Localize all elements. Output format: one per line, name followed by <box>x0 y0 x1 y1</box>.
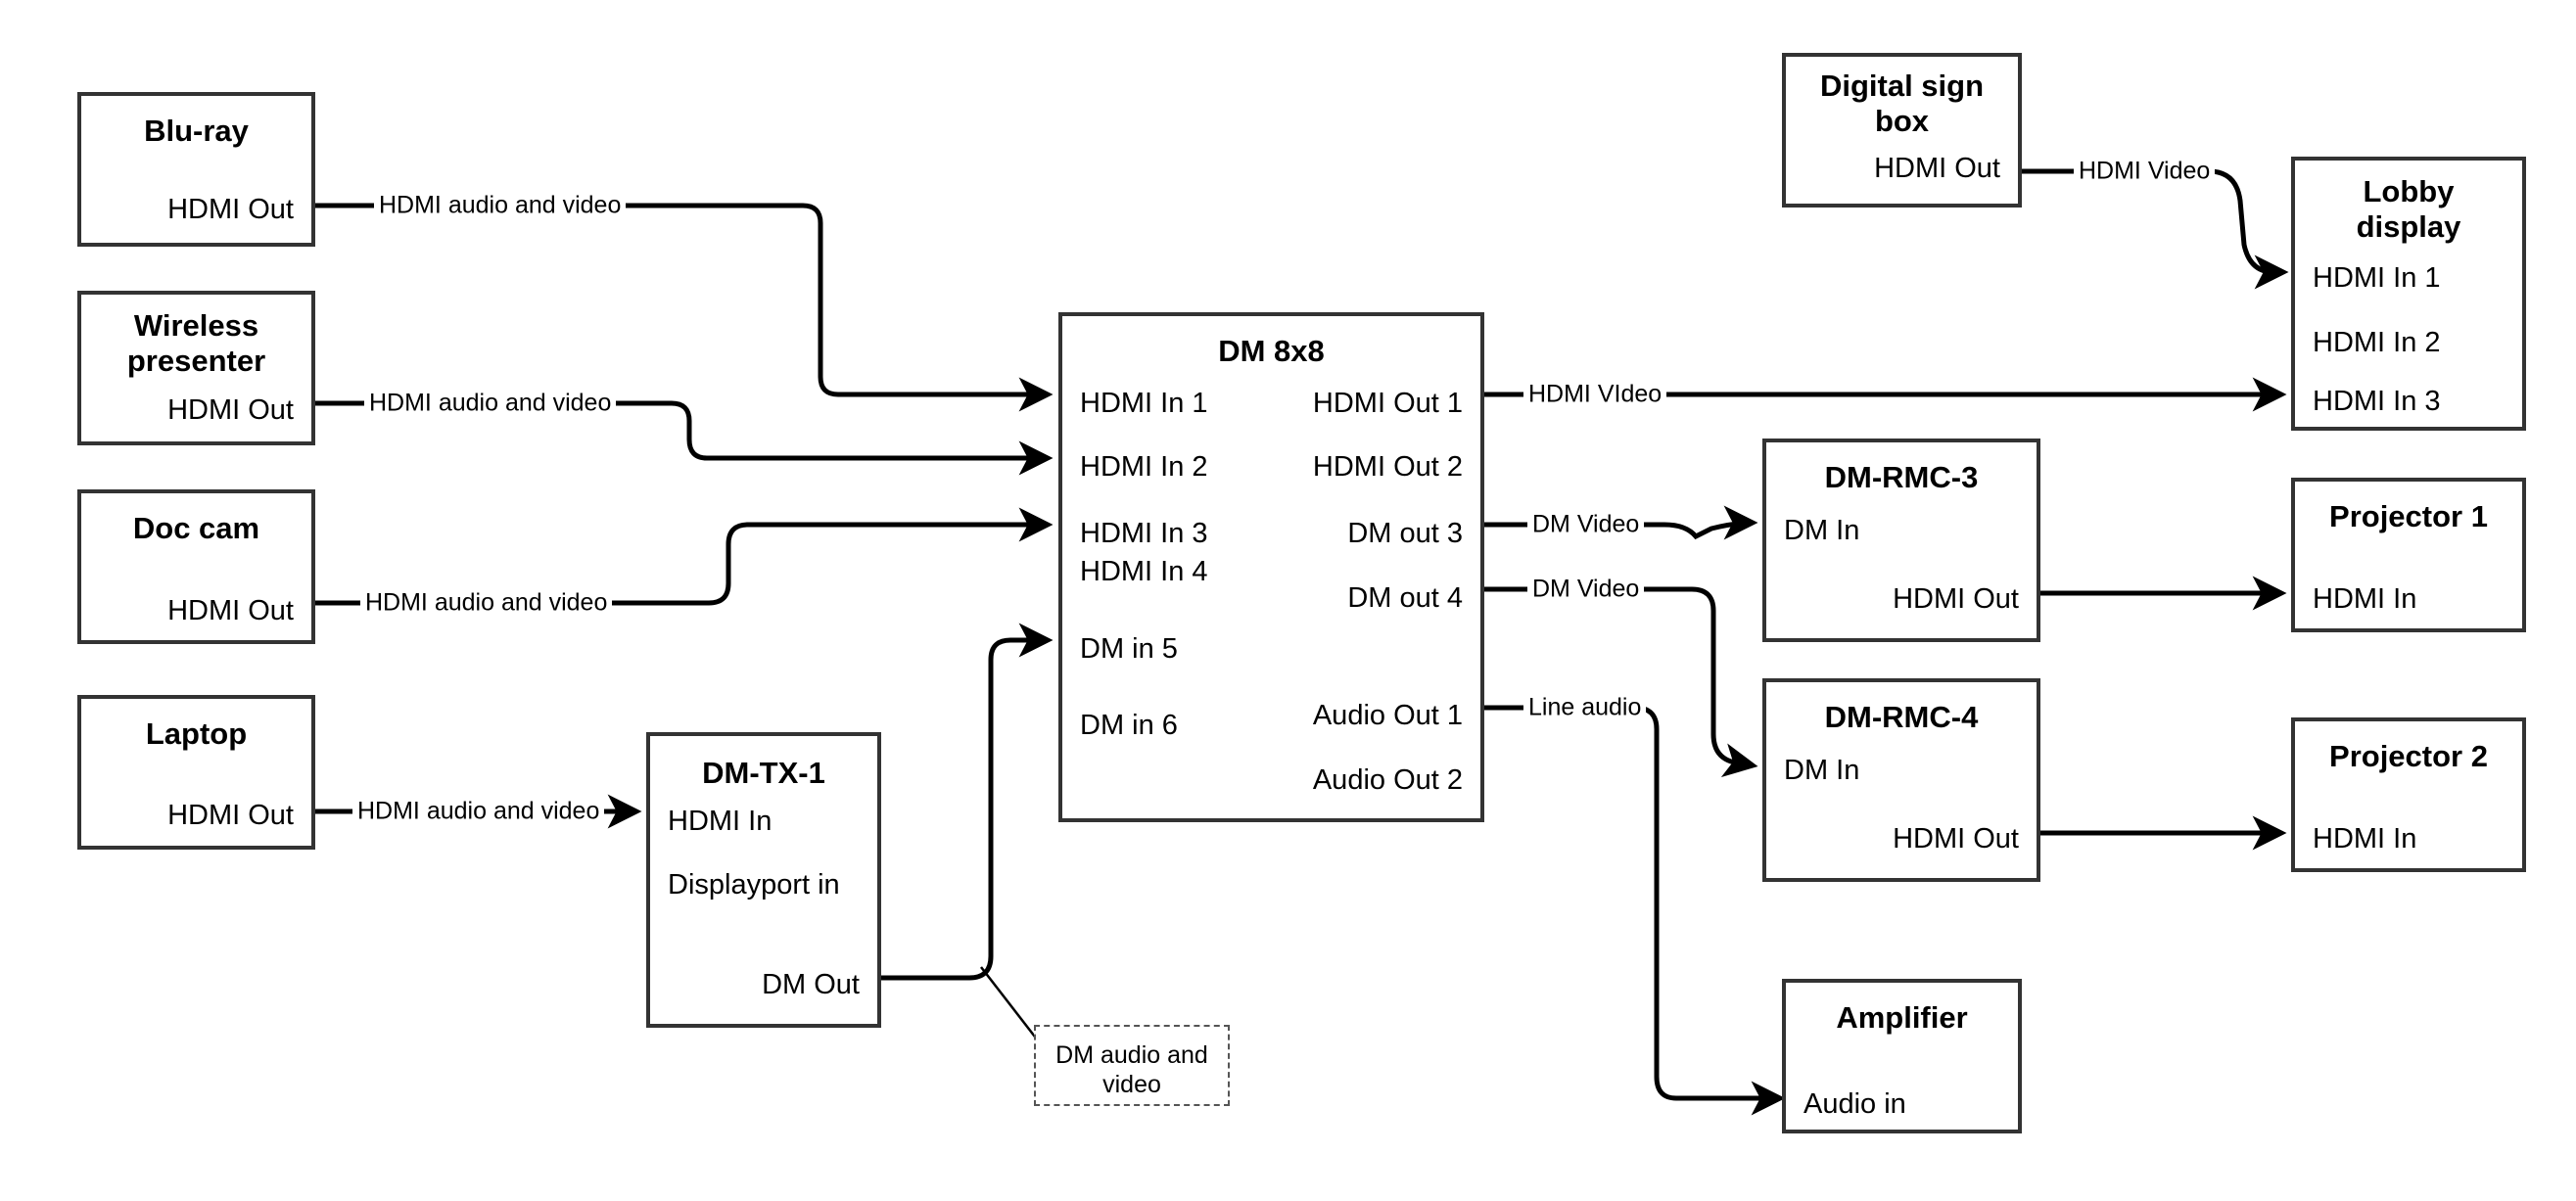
port-dm-8x8-dm-in-5: DM in 5 <box>1080 633 1178 665</box>
node-lobby-display[interactable]: Lobby display HDMI In 1 HDMI In 2 HDMI I… <box>2291 157 2526 431</box>
port-dm-8x8-hdmi-in-2: HDMI In 2 <box>1080 451 1208 483</box>
node-dm-tx-1-title: DM-TX-1 <box>702 756 825 790</box>
node-digital-sign-box-title-line1: Digital sign <box>1819 69 1985 103</box>
edge-dm8x8-to-amplifier <box>1484 705 1786 1116</box>
port-dm-8x8-hdmi-in-1: HDMI In 1 <box>1080 388 1208 419</box>
node-dm-8x8-title: DM 8x8 <box>1218 334 1325 368</box>
node-doc-cam-title: Doc cam <box>132 511 260 545</box>
edge-digitalsign-to-lobby <box>2022 168 2289 290</box>
port-dm-rmc-3-dm-in: DM In <box>1784 515 1860 546</box>
node-wireless-presenter-title-line2: presenter <box>126 344 266 378</box>
port-lobby-display-hdmi-in-3: HDMI In 3 <box>2313 386 2441 417</box>
port-dm-rmc-4-hdmi-out: HDMI Out <box>1893 823 2019 855</box>
note-dm-audio-and-video: DM audio and video <box>1034 1025 1230 1106</box>
node-doc-cam[interactable]: Doc cam HDMI Out <box>77 489 315 644</box>
port-dm-8x8-hdmi-out-2: HDMI Out 2 <box>1312 451 1463 483</box>
port-dm-8x8-dm-out-3: DM out 3 <box>1347 518 1463 549</box>
edge-label-dm-out-3-video: DM Video <box>1527 512 1645 537</box>
port-digital-sign-box-hdmi-out: HDMI Out <box>1874 153 2000 184</box>
port-dm-8x8-dm-out-4: DM out 4 <box>1347 582 1463 614</box>
node-dm-tx-1[interactable]: DM-TX-1 HDMI In Displayport in DM Out <box>646 732 881 1028</box>
port-dm-8x8-hdmi-out-1: HDMI Out 1 <box>1312 388 1463 419</box>
node-dm-rmc-3[interactable]: DM-RMC-3 DM In HDMI Out <box>1762 439 2040 642</box>
node-projector-2[interactable]: Projector 2 HDMI In <box>2291 717 2526 872</box>
edge-bluray-to-dm8x8 <box>315 203 1054 412</box>
edge-label-dm-out-4-video: DM Video <box>1527 577 1645 602</box>
node-digital-sign-box-title-line2: box <box>1874 104 1930 138</box>
port-dm-tx-1-hdmi-in: HDMI In <box>668 806 773 837</box>
port-dm-8x8-hdmi-in-3: HDMI In 3 <box>1080 518 1208 549</box>
edge-label-bluray-hdmi-av: HDMI audio and video <box>374 193 627 218</box>
edge-dm8x8-to-rmc4 <box>1484 586 1758 777</box>
port-wireless-presenter-hdmi-out: HDMI Out <box>167 394 294 426</box>
note-dm-audio-and-video-line2: video <box>1102 1071 1161 1098</box>
node-projector-1-title: Projector 1 <box>2329 499 2488 533</box>
node-dm-rmc-4[interactable]: DM-RMC-4 DM In HDMI Out <box>1762 678 2040 882</box>
port-dm-8x8-audio-out-2: Audio Out 2 <box>1312 764 1463 796</box>
port-dm-tx-1-displayport-in: Displayport in <box>668 869 840 901</box>
node-dm-rmc-3-title: DM-RMC-3 <box>1824 460 1979 494</box>
port-lobby-display-hdmi-in-1: HDMI In 1 <box>2313 262 2441 294</box>
node-wireless-presenter[interactable]: Wireless presenter HDMI Out <box>77 291 315 445</box>
node-digital-sign-box[interactable]: Digital sign box HDMI Out <box>1782 53 2022 208</box>
node-dm-8x8[interactable]: DM 8x8 HDMI In 1 HDMI In 2 HDMI In 3 HDM… <box>1058 312 1484 822</box>
edge-label-hdmi-out-1-video: HDMI VIdeo <box>1523 382 1667 407</box>
node-amplifier[interactable]: Amplifier Audio in <box>1782 979 2022 1133</box>
node-projector-1[interactable]: Projector 1 HDMI In <box>2291 478 2526 632</box>
port-dm-8x8-audio-out-1: Audio Out 1 <box>1312 700 1463 731</box>
edge-label-laptop-hdmi-av: HDMI audio and video <box>352 799 605 824</box>
node-amplifier-title: Amplifier <box>1836 1000 1968 1035</box>
node-projector-2-title: Projector 2 <box>2329 739 2488 773</box>
node-bluray[interactable]: Blu-ray HDMI Out <box>77 92 315 247</box>
edge-dmtx1-to-dm8x8 <box>881 623 1054 981</box>
node-bluray-title: Blu-ray <box>144 114 249 148</box>
node-lobby-display-title-line1: Lobby <box>2363 174 2455 208</box>
node-dm-rmc-4-title: DM-RMC-4 <box>1824 700 1979 734</box>
node-wireless-presenter-title-line1: Wireless <box>133 308 259 343</box>
port-laptop-hdmi-out: HDMI Out <box>167 800 294 831</box>
edge-label-wireless-hdmi-av: HDMI audio and video <box>364 391 617 416</box>
port-bluray-hdmi-out: HDMI Out <box>167 194 294 225</box>
edge-label-doccam-hdmi-av: HDMI audio and video <box>360 590 613 616</box>
edge-label-audio-out-1-line-audio: Line audio <box>1523 695 1647 720</box>
port-doc-cam-hdmi-out: HDMI Out <box>167 595 294 626</box>
port-dm-rmc-4-dm-in: DM In <box>1784 755 1860 786</box>
port-dm-tx-1-dm-out: DM Out <box>762 969 860 1000</box>
node-laptop-title: Laptop <box>145 716 248 751</box>
port-projector-1-hdmi-in: HDMI In <box>2313 583 2417 615</box>
port-projector-2-hdmi-in: HDMI In <box>2313 823 2417 855</box>
note-dm-audio-and-video-line1: DM audio and <box>1055 1041 1208 1069</box>
port-dm-rmc-3-hdmi-out: HDMI Out <box>1893 583 2019 615</box>
edge-label-digitalsign-hdmi-video: HDMI Video <box>2074 159 2216 184</box>
port-lobby-display-hdmi-in-2: HDMI In 2 <box>2313 327 2441 358</box>
node-lobby-display-title-line2: display <box>2356 209 2461 244</box>
node-laptop[interactable]: Laptop HDMI Out <box>77 695 315 850</box>
port-dm-8x8-dm-in-6: DM in 6 <box>1080 710 1178 741</box>
port-amplifier-audio-in: Audio in <box>1803 1088 1906 1120</box>
port-dm-8x8-hdmi-in-4: HDMI In 4 <box>1080 556 1208 587</box>
